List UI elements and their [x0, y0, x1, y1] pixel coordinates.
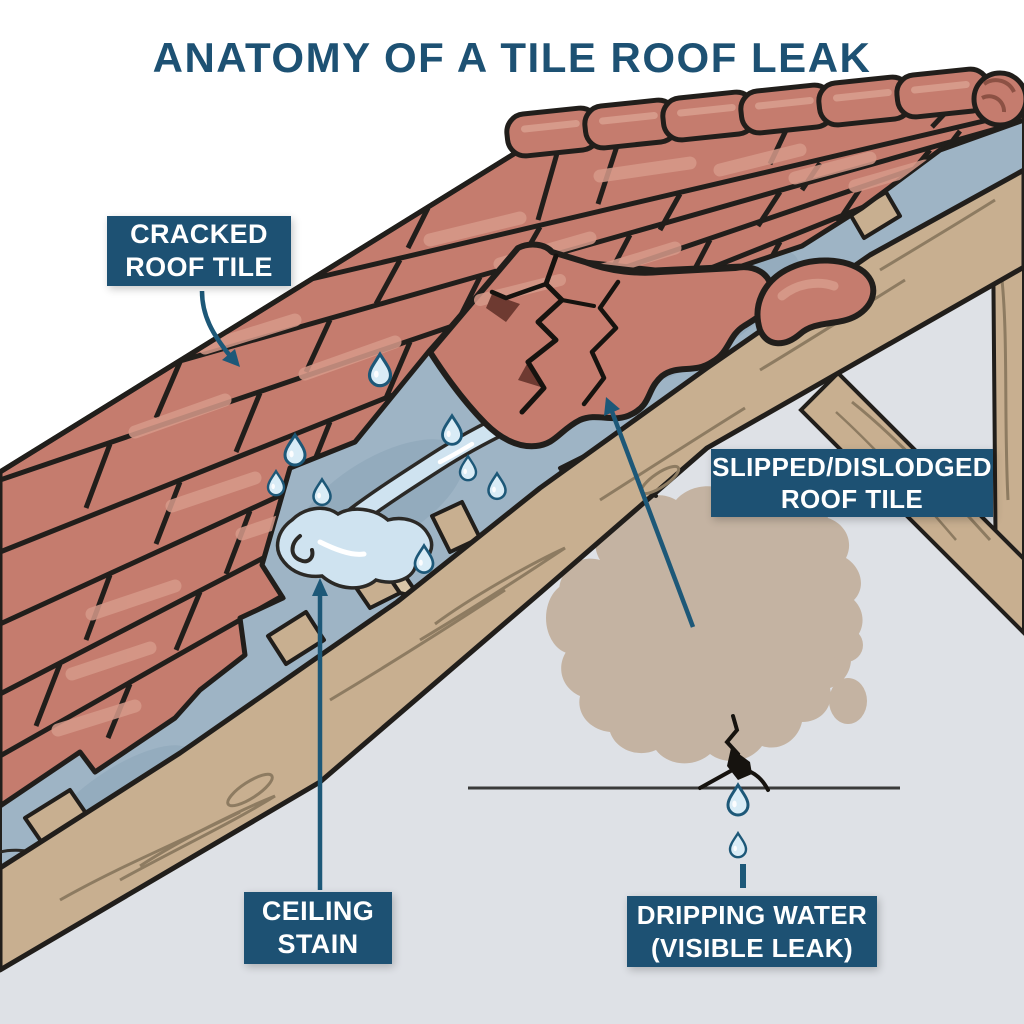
label-line: ROOF TILE — [125, 252, 273, 282]
ceiling-stain-arrow — [312, 578, 328, 890]
slipped-tile-arrow — [604, 397, 696, 628]
ridge-caps — [504, 66, 1024, 159]
label-line: CRACKED — [130, 218, 268, 249]
label-line: DRIPPING WATER — [636, 900, 868, 931]
label-line: (VISIBLE LEAK) — [650, 932, 854, 963]
slipped-tile-flap — [754, 257, 877, 347]
label-slipped-dislodged-roof-tile: SLIPPED/DISLODGED ROOF TILE — [711, 449, 993, 517]
label-cracked-roof-tile: CRACKED ROOF TILE — [107, 216, 291, 286]
tile-crack-lines — [489, 253, 621, 415]
cracked-tile-arrow — [199, 290, 240, 367]
label-dripping-water: DRIPPING WATER (VISIBLE LEAK) — [627, 896, 877, 967]
label-line: STAIN — [277, 929, 359, 959]
label-arrows — [199, 290, 746, 890]
label-line: ROOF TILE — [780, 484, 924, 514]
ceiling-crack — [698, 714, 770, 792]
diagram-title: ANATOMY OF A TILE ROOF LEAK — [152, 34, 872, 81]
cracked-roof-tile — [427, 241, 776, 450]
label-line: CEILING — [261, 895, 375, 926]
label-line: SLIPPED/DISLODGED — [712, 451, 992, 482]
label-ceiling-stain: CEILING STAIN — [244, 892, 392, 964]
